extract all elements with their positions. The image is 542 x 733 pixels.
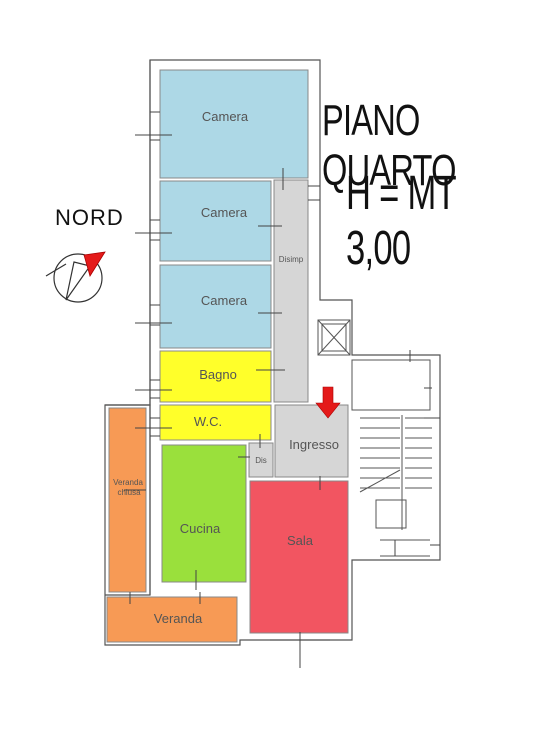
- label-camera-1: Camera: [202, 109, 249, 124]
- label-veranda-chiusa-2: chiusa: [117, 488, 141, 497]
- room-wc: [159, 404, 272, 441]
- rooms: [106, 69, 349, 643]
- label-wc: W.C.: [194, 414, 222, 429]
- room-cucina: [161, 444, 247, 583]
- floor-title: PIANO QUARTO: [322, 96, 456, 195]
- stair-steps: [359, 415, 432, 530]
- lift-shaft: [317, 319, 351, 356]
- outer-walls: [104, 59, 441, 646]
- room-bagno: [159, 350, 272, 403]
- label-disimpegno: Disimp: [279, 255, 304, 264]
- label-ingresso: Ingresso: [289, 437, 339, 452]
- label-veranda: Veranda: [154, 611, 203, 626]
- north-label: NORD: [55, 205, 124, 230]
- room-ingresso: [274, 404, 349, 478]
- room-sala: [249, 480, 349, 634]
- label-cucina: Cucina: [180, 521, 221, 536]
- room-camera-2: [159, 180, 272, 262]
- label-veranda-chiusa-1: Veranda: [113, 478, 143, 487]
- label-dis: Dis: [255, 456, 267, 465]
- label-sala: Sala: [287, 533, 314, 548]
- room-veranda: [106, 596, 238, 643]
- windows: [124, 111, 440, 668]
- room-camera-3: [159, 264, 272, 349]
- room-veranda-chiusa: [108, 407, 147, 593]
- landing: [351, 359, 431, 411]
- label-bagno: Bagno: [199, 367, 237, 382]
- label-camera-3: Camera: [201, 293, 248, 308]
- room-disimpegno: [273, 179, 309, 403]
- ceiling-height-note: H = MT 3,00: [346, 167, 456, 275]
- room-labels: Camera Camera Camera Disimp Bagno W.C. I…: [113, 109, 339, 626]
- north-compass-icon: [45, 251, 106, 303]
- room-dis: [248, 442, 274, 478]
- entrance-arrow-icon: [315, 386, 341, 419]
- room-camera-1: [159, 69, 309, 179]
- stair-and-lift: [317, 319, 432, 557]
- label-camera-2: Camera: [201, 205, 248, 220]
